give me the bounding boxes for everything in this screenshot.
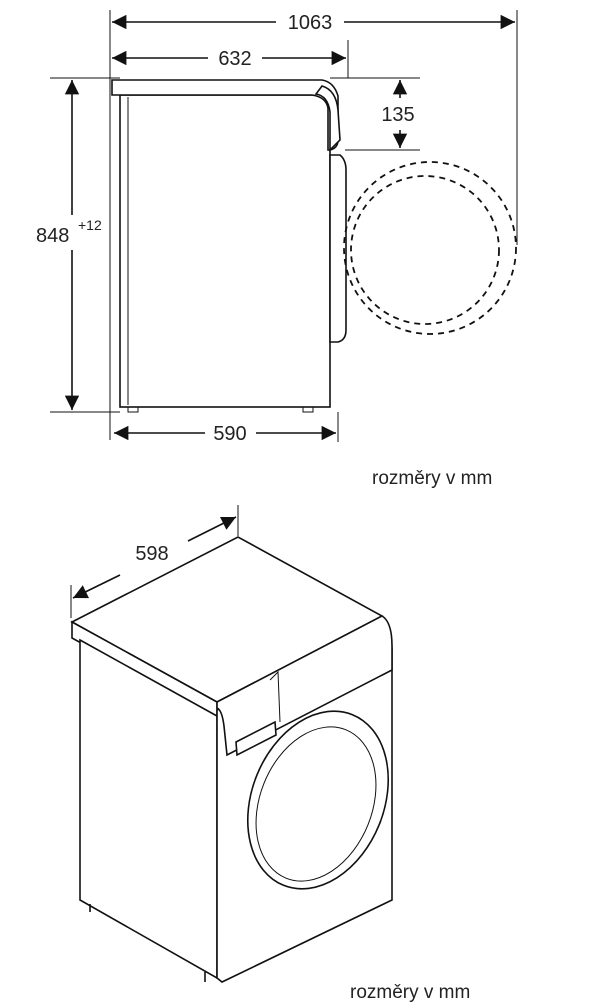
dim-height-tolerance: +12 — [78, 217, 102, 233]
side-door-profile — [329, 154, 347, 343]
dim-total-depth: 1063 — [288, 12, 333, 34]
side-top-plate — [111, 79, 339, 151]
iso-detergent-drawer-line — [269, 670, 281, 723]
units-note-bottom: rozměry v mm — [350, 982, 470, 1003]
dim-width: 598 — [135, 543, 168, 565]
iso-display — [235, 720, 277, 757]
iso-door-inner — [255, 726, 377, 882]
dim-door-offset: 135 — [381, 104, 414, 126]
iso-control-panel — [216, 615, 393, 757]
side-body — [119, 94, 331, 408]
side-panel-profile — [314, 85, 341, 152]
units-note-top: rozměry v mm — [372, 468, 492, 489]
isometric-view: 598 — [70, 505, 393, 983]
dim-depth-base: 590 — [213, 423, 246, 445]
dim-depth-body: 632 — [218, 48, 251, 70]
door-swing-outer — [343, 161, 517, 335]
dim-height: 848 — [36, 225, 69, 247]
door-swing-inner — [350, 175, 500, 325]
side-view: 1063 632 135 848 +12 590 — [36, 10, 518, 445]
iso-door-outer — [246, 710, 390, 890]
side-foot-back — [127, 406, 139, 413]
dim-arrow-598-right — [187, 516, 237, 542]
side-foot-front — [302, 406, 314, 413]
dim-arrow-598-left — [72, 574, 121, 599]
